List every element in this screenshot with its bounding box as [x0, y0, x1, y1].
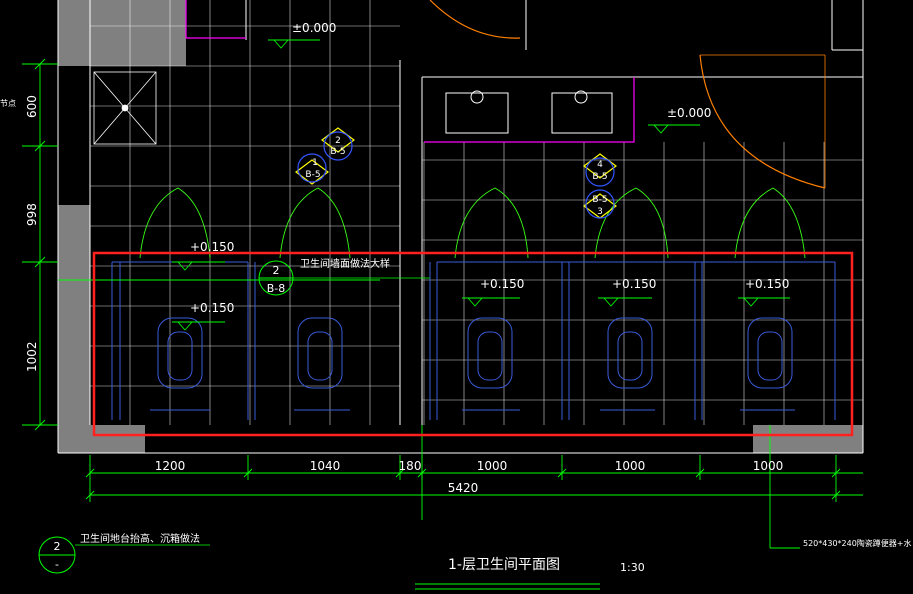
level-markers — [172, 39, 790, 331]
level-left-upper: +0.150 — [190, 240, 234, 254]
callout-4-num: 3 — [597, 207, 603, 217]
dim-h-1000c: 1000 — [753, 459, 784, 473]
title-underline — [415, 583, 600, 590]
callout-labels: 2 B-5 1 B-5 4 B-5 B-5 3 — [305, 136, 607, 217]
dim-h-1200: 1200 — [155, 459, 186, 473]
dim-h-1000a: 1000 — [477, 459, 508, 473]
drawing-title: 1-层卫生间平面图 1:30 — [448, 557, 645, 574]
title-text: 1-层卫生间平面图 — [448, 557, 560, 573]
title-scale: 1:30 — [620, 561, 645, 574]
magenta-walls — [185, 0, 635, 143]
legend-ref: - — [55, 558, 59, 571]
dim-v-1002: 1002 — [25, 341, 39, 372]
level-stall-3: +0.150 — [480, 277, 524, 291]
dimension-lines — [22, 58, 863, 549]
level-right: ±0.000 — [667, 106, 711, 120]
detail-callout: 2 B-8 卫生间墙面做法大样 — [267, 257, 390, 295]
level-top: ±0.000 — [292, 21, 336, 35]
detail-ref: B-8 — [267, 282, 286, 295]
legend-num: 2 — [54, 540, 61, 553]
door-arcs-orange — [429, 0, 826, 189]
level-stall-4: +0.150 — [612, 277, 656, 291]
highlight-box — [92, 251, 854, 437]
dim-v-998: 998 — [25, 203, 39, 226]
callout-1-ref: B-5 — [330, 147, 345, 157]
callout-3-num: 4 — [597, 160, 603, 170]
callout-4-ref: B-5 — [592, 195, 607, 205]
callout-2-num: 1 — [312, 158, 318, 168]
level-labels: ±0.000 ±0.000 +0.150 +0.150 +0.150 +0.15… — [190, 21, 789, 315]
right-note: 520*430*240陶瓷蹲便器+水 — [803, 538, 912, 548]
callout-3-ref: B-5 — [592, 172, 607, 182]
wall-blocks — [58, 0, 863, 453]
floor-tile-grid — [89, 0, 863, 425]
squat-toilets — [157, 317, 793, 389]
left-label: 节点 — [0, 99, 16, 108]
legend-text: 卫生间地台抬高、沉箱做法 — [80, 532, 200, 545]
dim-h-1000b: 1000 — [615, 459, 646, 473]
dim-total: 5420 — [448, 481, 479, 495]
dim-v-600: 600 — [25, 95, 39, 118]
stall-partitions — [111, 261, 836, 420]
dim-h-1040: 1040 — [310, 459, 341, 473]
detail-num: 2 — [273, 264, 280, 277]
dim-h-180: 180 — [399, 459, 422, 473]
legend: 2 - 卫生间地台抬高、沉箱做法 — [54, 532, 201, 571]
sinks — [445, 90, 613, 134]
level-stall-5: +0.150 — [745, 277, 789, 291]
callout-symbols — [38, 127, 617, 574]
door-swings — [139, 187, 806, 259]
detail-note: 卫生间墙面做法大样 — [300, 257, 390, 270]
floor-drain — [93, 71, 157, 145]
horizontal-dimensions: 1200 1040 180 1000 1000 1000 5420 — [155, 459, 784, 495]
vertical-dimensions: 600 998 1002 — [25, 95, 39, 372]
outer-walls — [57, 0, 864, 454]
callout-1-num: 2 — [335, 136, 341, 146]
level-left-lower: +0.150 — [190, 301, 234, 315]
callout-2-ref: B-5 — [305, 170, 320, 180]
